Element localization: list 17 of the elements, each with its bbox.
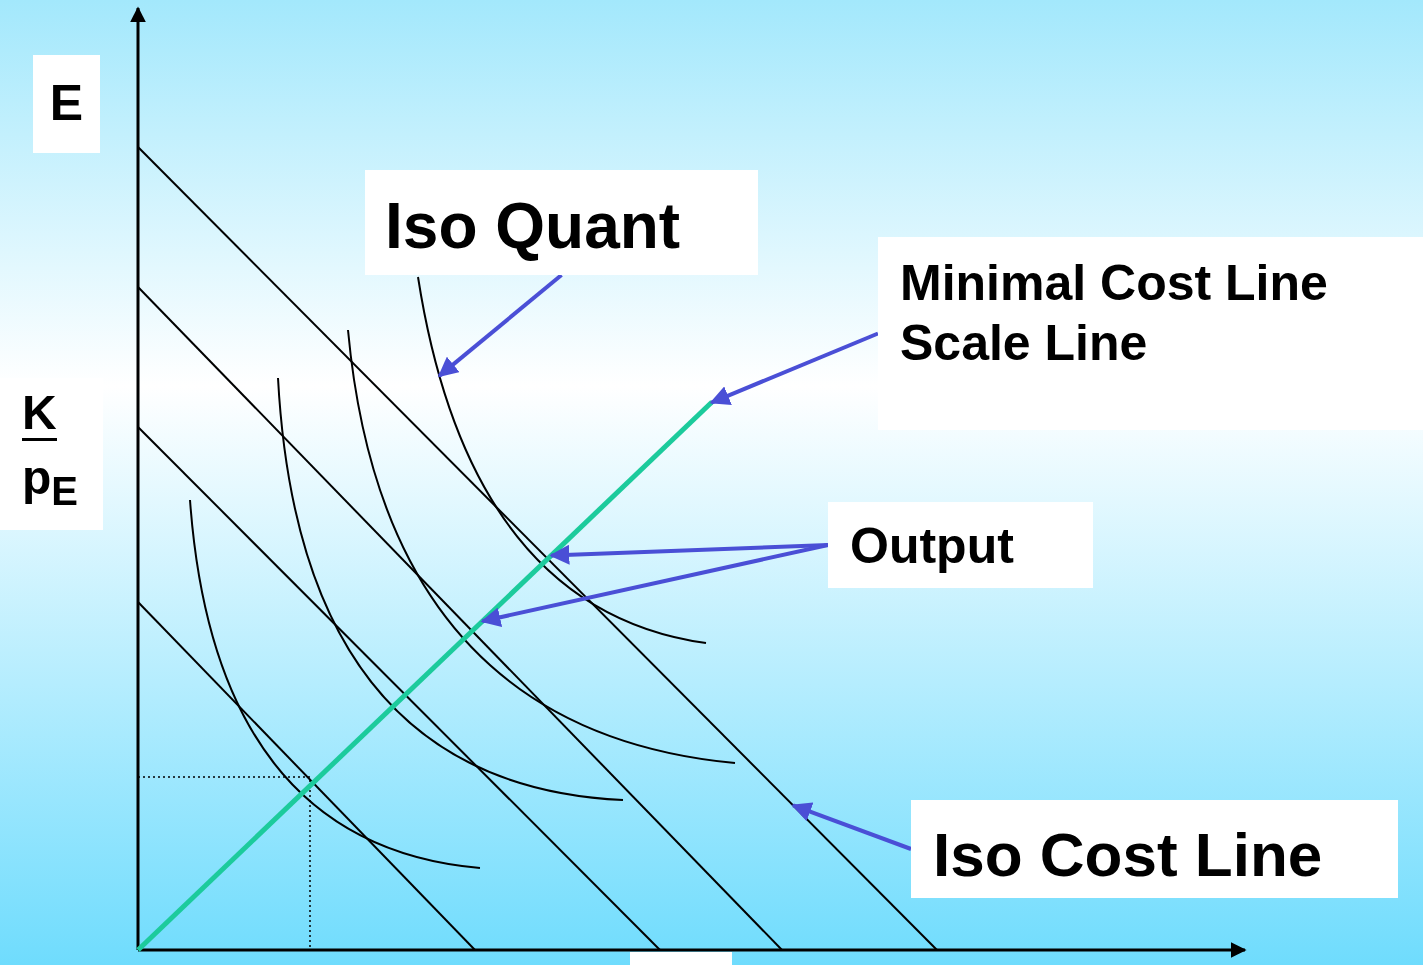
axis-label-box — [33, 55, 100, 153]
callout-text: Iso Quant — [385, 189, 682, 264]
leader-arrow — [480, 543, 829, 628]
callout-text: Scale Line — [900, 314, 1149, 373]
callout-text: Output — [850, 517, 1015, 576]
callout-box — [911, 800, 1398, 898]
leader-arrow — [437, 273, 563, 378]
leader-arrow — [791, 802, 912, 851]
callout-box — [878, 237, 1423, 430]
leader-arrow — [709, 331, 879, 405]
axis-label: p$_{E}$ — [22, 450, 79, 515]
callout-box — [828, 502, 1093, 588]
axis-label: K — [22, 388, 57, 442]
callout-text: Iso Cost Line — [933, 819, 1324, 891]
axis-label: E — [48, 74, 85, 133]
callout-text: Minimal Cost Line — [900, 254, 1329, 313]
leader-arrow — [549, 543, 829, 565]
